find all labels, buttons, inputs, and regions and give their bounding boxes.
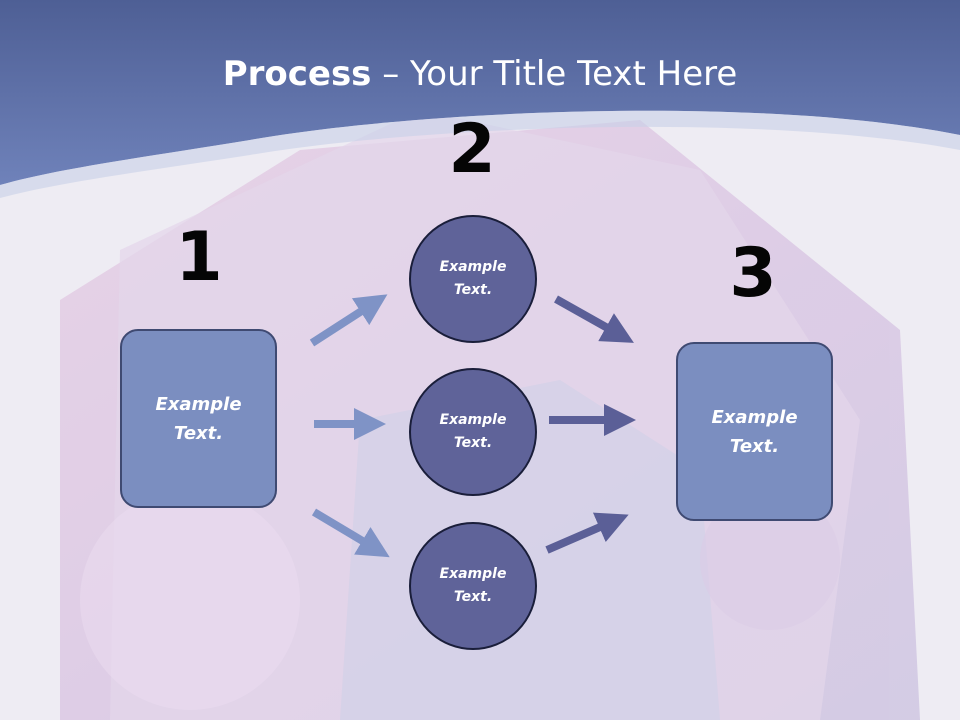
arrow-top-to-end [554,295,634,343]
start-box-label: Example Text. [155,393,242,444]
step-number-2: 2 [448,110,496,189]
header-band [0,0,960,185]
arrow-start-to-bottom [311,508,390,558]
step-number-1: 1 [175,218,223,297]
title-rest: – Your Title Text Here [371,54,738,94]
middle-circle-top-label: Example Text. [439,259,507,298]
arrow-bottom-to-end [545,512,629,554]
header-curve-highlight [0,110,960,198]
end-box-label: Example Text. [711,406,798,457]
step-number-3: 3 [729,234,777,313]
middle-circle-top: Example Text. [409,215,537,343]
arrow-start-to-top [309,294,388,347]
title-bold: Process [222,54,372,94]
middle-circle-center: Example Text. [409,368,537,496]
end-box: Example Text. [676,342,833,521]
middle-circle-center-label: Example Text. [439,412,507,451]
start-box: Example Text. [120,329,277,508]
middle-circle-bottom: Example Text. [409,522,537,650]
slide-title: Process – Your Title Text Here [0,52,960,96]
middle-circle-bottom-label: Example Text. [439,566,507,605]
